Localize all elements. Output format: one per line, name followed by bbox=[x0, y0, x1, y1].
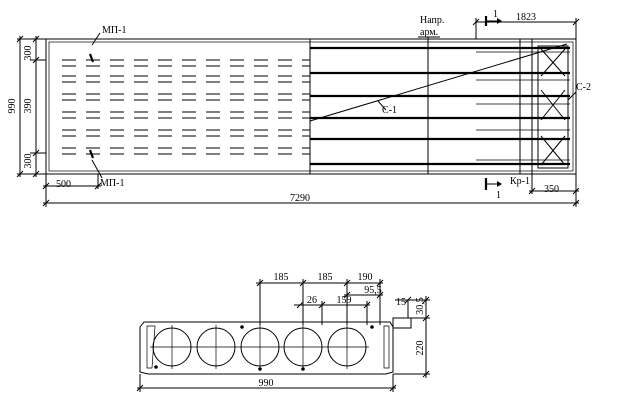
bottom-dimension-chain bbox=[42, 174, 580, 207]
dim-top-right: 1823 bbox=[516, 12, 536, 23]
label-kr1: Кр-1 bbox=[510, 176, 530, 187]
section-mark-top bbox=[484, 16, 502, 26]
dim-159: 159 bbox=[337, 295, 352, 306]
dim-edge: 190 bbox=[358, 272, 373, 283]
dim-95-5: 95,5 bbox=[364, 285, 382, 296]
label-mp-bottom: МП-1 bbox=[100, 178, 124, 189]
c1-leader bbox=[377, 100, 387, 111]
section-dim-bottom bbox=[136, 374, 397, 392]
dim-15: 15 bbox=[396, 297, 406, 308]
mp-top-leader bbox=[91, 32, 101, 46]
cross-section bbox=[136, 279, 430, 392]
top-right-dimension bbox=[472, 18, 580, 39]
section-outline bbox=[139, 321, 394, 375]
mp-bottom-leader bbox=[91, 159, 103, 179]
left-dimension-chain bbox=[16, 35, 46, 178]
dim-total-length: 7290 bbox=[290, 193, 310, 204]
hollow-core-dashed-lines bbox=[62, 59, 310, 155]
c1-diagonal bbox=[309, 43, 568, 122]
end-cage-c2 bbox=[537, 45, 577, 169]
mp-bottom-mark bbox=[88, 149, 95, 159]
dim-30-5: 30,5 bbox=[415, 297, 426, 315]
mp-top-mark bbox=[88, 53, 95, 63]
dim-height: 220 bbox=[415, 341, 426, 356]
lug bbox=[392, 317, 412, 329]
dim-left-bottom: 300 bbox=[23, 154, 34, 169]
dim-pitch2: 185 bbox=[318, 272, 333, 283]
label-section-top: 1 bbox=[493, 9, 498, 20]
dim-bottom-right: 350 bbox=[544, 184, 559, 195]
section-texts: 185 185 190 26 159 95,5 15 30,5 220 990 bbox=[259, 272, 427, 389]
dim-bottom-left: 500 bbox=[56, 179, 71, 190]
label-section-bottom: 1 bbox=[496, 190, 501, 201]
slab-inner-outline bbox=[48, 41, 574, 172]
label-napr-line2: арм. bbox=[420, 27, 438, 38]
dim-left-top: 300 bbox=[23, 46, 34, 61]
plan-texts: 300 390 300 990 500 7290 350 1823 МП-1 М… bbox=[7, 9, 591, 204]
plan-view bbox=[16, 16, 580, 207]
dim-left-mid: 390 bbox=[23, 99, 34, 114]
dim-width: 990 bbox=[259, 378, 274, 389]
dim-26: 26 bbox=[307, 295, 317, 306]
section-dim-right bbox=[393, 296, 430, 378]
section-rods bbox=[154, 325, 374, 371]
section-dim-chain-top bbox=[256, 279, 384, 325]
prestressed-rods bbox=[310, 46, 570, 166]
end-mesh-lines bbox=[476, 51, 570, 161]
dim-left-total: 990 bbox=[7, 99, 18, 114]
hollow-cores bbox=[150, 325, 369, 369]
section-mark-bottom bbox=[484, 178, 502, 190]
label-mp-top: МП-1 bbox=[102, 25, 126, 36]
label-c1: С-1 bbox=[382, 105, 397, 116]
dim-pitch1: 185 bbox=[274, 272, 289, 283]
label-c2: С-2 bbox=[576, 82, 591, 93]
label-napr-line1: Напр. bbox=[420, 15, 444, 26]
slab-outline bbox=[45, 38, 577, 175]
